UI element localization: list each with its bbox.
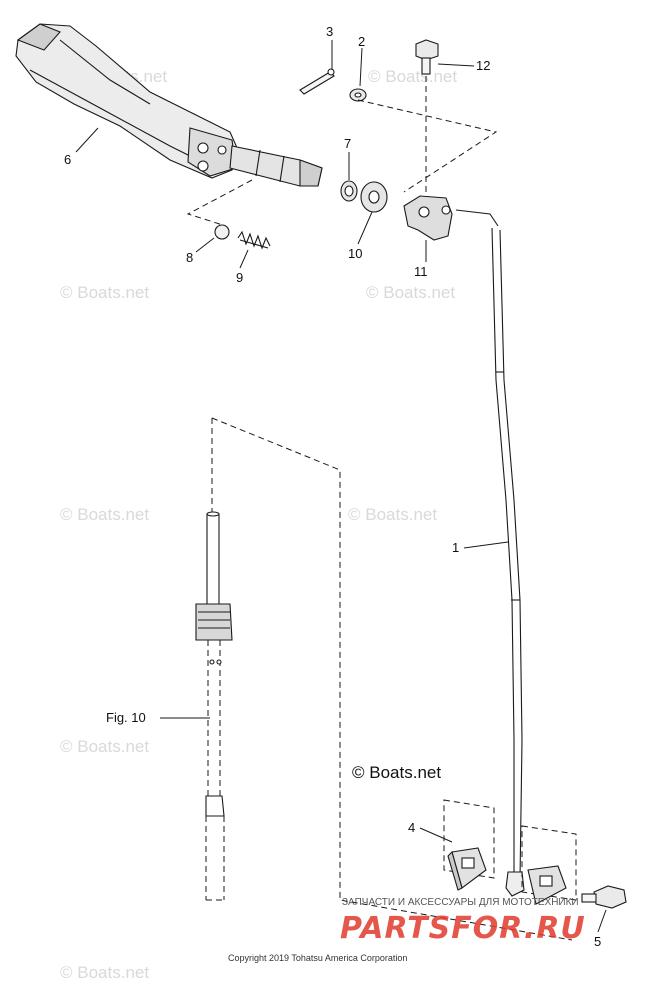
bolt-part: [415, 39, 439, 75]
watermark-main: © Boats.net: [352, 763, 441, 782]
callout-7: 7: [344, 136, 351, 151]
assembly-line: [357, 99, 498, 193]
watermark: © Boats.net: [60, 737, 149, 756]
assembly-line: [186, 179, 253, 227]
callout-8: 8: [186, 250, 193, 265]
detent-spring-part: [237, 230, 271, 250]
callout-12: 12: [476, 58, 490, 73]
callout-10: 10: [348, 246, 362, 261]
callout-2: 2: [358, 34, 365, 49]
detent-ball-part: [214, 224, 230, 240]
callout-11: 11: [414, 264, 428, 279]
watermark: © Boats.net: [60, 283, 149, 302]
watermark: © Boats.net: [60, 963, 149, 982]
tiller-handle-part: [15, 23, 323, 187]
callout-5: 5: [594, 934, 601, 949]
shift-rod-part: [491, 227, 525, 897]
callout-9: 9: [236, 270, 243, 285]
vertical-shift-shaft: [195, 511, 233, 901]
callout-4: 4: [408, 820, 415, 835]
shift-block-part: [443, 799, 495, 891]
flat-washer-part: [360, 181, 388, 213]
callout-1: 1: [452, 540, 459, 555]
copyright-text: Copyright 2019 Tohatsu America Corporati…: [228, 953, 407, 963]
watermark: © Boats.net: [348, 505, 437, 524]
callout-fig10: Fig. 10: [106, 710, 146, 725]
watermark: © Boats.net: [366, 283, 455, 302]
brand-logo: PARTSFOR.RU: [340, 911, 586, 946]
shift-block-bolt-part: [521, 825, 627, 909]
washer-part: [349, 88, 367, 102]
callout-3: 3: [326, 24, 333, 39]
watermark: © Boats.net: [60, 505, 149, 524]
shift-link-clamp-part: [403, 195, 499, 241]
watermark: © Boats.net: [368, 67, 457, 86]
assembly-line: [211, 417, 573, 941]
cotter-pin-part: [299, 68, 335, 95]
callout-6: 6: [64, 152, 71, 167]
leader-lines: [75, 40, 607, 933]
o-ring-part: [340, 180, 358, 202]
ru-caption: ЗАПЧАСТИ И АКСЕССУАРЫ ДЛЯ МОТОТЕХНИКИ: [342, 897, 579, 908]
callout-labels: 3 2 12 6 7 10 11 8 9 1 Fig. 10 4 5: [64, 24, 601, 949]
watermark-layer: © Boats.net © Boats.net © Boats.net © Bo…: [60, 67, 457, 982]
